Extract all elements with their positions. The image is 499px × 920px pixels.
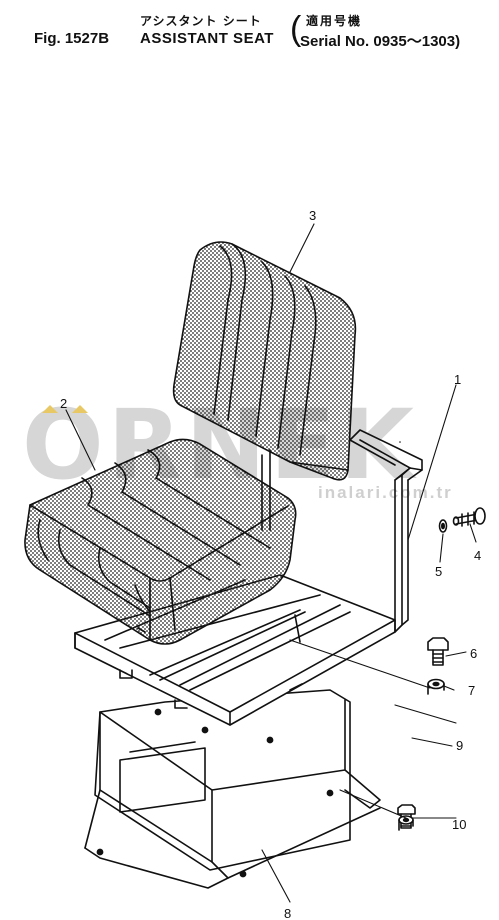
washer-7 xyxy=(427,678,445,695)
back-cushion xyxy=(172,241,357,481)
japanese-title: アシスタント シート xyxy=(140,14,262,28)
callout-8: 8 xyxy=(284,906,291,920)
figure-number: Fig. 1527B xyxy=(34,30,110,47)
callout-2: 2 xyxy=(60,396,67,411)
callout-9: 9 xyxy=(456,738,463,753)
callout-7: 7 xyxy=(468,683,475,698)
figure-title: ASSISTANT SEAT xyxy=(140,30,274,47)
japanese-serial-label: 適用号機 xyxy=(306,14,363,28)
watermark-accent xyxy=(42,405,58,413)
callout-4: 4 xyxy=(474,548,481,563)
bolt-6 xyxy=(427,637,449,666)
callout-1: 1 xyxy=(454,372,461,387)
seat-cushion xyxy=(24,438,297,645)
callout-10: 10 xyxy=(452,817,466,832)
watermark-accent-2 xyxy=(72,405,88,413)
callout-3: 3 xyxy=(309,208,316,223)
base-frame xyxy=(84,689,381,889)
watermark-url: inalari.com.tr xyxy=(318,483,453,502)
serial-open-paren: ( xyxy=(290,10,302,48)
callout-5: 5 xyxy=(435,564,442,579)
callout-6: 6 xyxy=(470,646,477,661)
washer-5 xyxy=(438,519,448,533)
serial-range: Serial No. 0935～1303) xyxy=(300,33,461,50)
bolt-4 xyxy=(452,507,486,527)
leader-lines xyxy=(65,223,477,903)
washer-10 xyxy=(398,815,414,831)
